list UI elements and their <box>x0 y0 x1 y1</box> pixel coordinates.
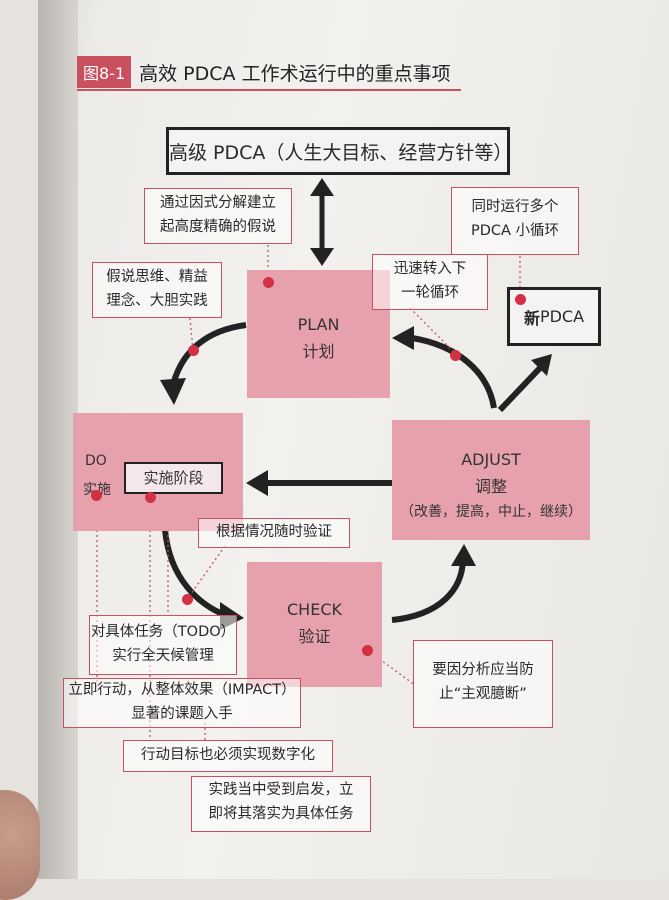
adjust-to-new-arrow <box>497 365 543 413</box>
stage-check: CHECK 验证 <box>247 562 382 687</box>
new-pdca-label: PDCA <box>539 307 585 326</box>
stage-plan: PLAN 计划 <box>247 270 390 398</box>
note-todo: 对具体任务（TODO） 实行全天候管理 <box>89 615 237 675</box>
figure-title: 图8-1 高效 PDCA 工作术运行中的重点事项 <box>77 55 461 91</box>
note-factor: 通过因式分解建立 起高度精确的假说 <box>144 188 292 244</box>
note-factor-line2: 起高度精确的假说 <box>160 218 276 235</box>
note-inspire-line2: 即将其落实为具体任务 <box>208 805 354 822</box>
note-next-line1: 迅速转入下 <box>393 261 467 277</box>
note-parallel-line2: PDCA 小循环 <box>470 222 560 239</box>
note-parallel: 同时运行多个 PDCA 小循环 <box>451 187 579 255</box>
top-pdca-label: 高级 PDCA（人生大目标、经营方针等） <box>169 141 513 164</box>
note-hypothesis-line1: 假说思维、精益 <box>106 269 208 285</box>
dot-next-cycle <box>450 350 461 361</box>
figure-number: 图8-1 <box>77 56 132 88</box>
dot-verify <box>182 594 193 605</box>
note-next-line2: 一轮循环 <box>401 284 459 301</box>
stage-do: DO 实施 实施阶段 <box>73 413 243 531</box>
dot-hypothesis <box>188 345 199 356</box>
dot-do-phase <box>145 492 156 503</box>
note-inspire-line1: 实践当中受到启发，立 <box>208 782 354 798</box>
do-to-check-arrow <box>162 529 227 618</box>
dot-do-zh <box>91 490 102 501</box>
note-impact-line2: 显著的课题入手 <box>131 705 233 722</box>
note-verify: 根据情况随时验证 <box>198 518 350 548</box>
check-to-adjust-arrow <box>391 559 466 623</box>
note-digital-text: 行动目标也必须实现数字化 <box>141 747 315 763</box>
dot-plan-factor <box>263 277 274 288</box>
adjust-en: ADJUST <box>461 450 521 469</box>
new-pdca-box: 新 PDCA <box>507 287 601 346</box>
top-plan-double-arrow <box>310 178 334 266</box>
do-phase-box: 实施阶段 <box>124 462 223 494</box>
note-hypothesis: 假说思维、精益 理念、大胆实践 <box>92 262 222 318</box>
note-cause-line2: 止“主观臆断” <box>439 685 527 702</box>
note-digital: 行动目标也必须实现数字化 <box>123 740 333 772</box>
adjust-zh: 调整 <box>474 477 507 496</box>
note-parallel-line1: 同时运行多个 <box>471 199 559 215</box>
check-zh: 验证 <box>298 627 331 646</box>
adjust-detail: （改善，提高，中止，继续） <box>400 504 582 520</box>
note-todo-line1: 对具体任务（TODO） <box>90 624 236 640</box>
do-en: DO <box>85 453 107 469</box>
figure-title-text: 高效 PDCA 工作术运行中的重点事项 <box>139 62 451 85</box>
note-hypothesis-line2: 理念、大胆实践 <box>106 292 208 309</box>
note-factor-line1: 通过因式分解建立 <box>160 195 276 211</box>
check-en: CHECK <box>287 600 342 619</box>
new-pdca-bold: 新 <box>523 308 540 328</box>
plan-to-do-arrow <box>170 322 247 386</box>
note-cause: 要因分析应当防 止“主观臆断” <box>413 640 553 728</box>
book-spine-shadow <box>38 0 78 879</box>
note-impact: 立即行动，从整体效果（IMPACT） 显著的课题入手 <box>63 678 301 728</box>
plan-zh: 计划 <box>302 342 335 361</box>
top-pdca-box: 高级 PDCA（人生大目标、经营方针等） <box>166 127 513 175</box>
dot-new-parallel <box>515 294 526 305</box>
note-todo-line2: 实行全天候管理 <box>112 647 214 664</box>
dot-check <box>362 645 373 656</box>
note-next: 迅速转入下 一轮循环 <box>372 254 488 310</box>
note-verify-text: 根据情况随时验证 <box>216 524 332 540</box>
note-impact-line1: 立即行动，从整体效果（IMPACT） <box>68 682 296 698</box>
note-cause-line1: 要因分析应当防 <box>432 662 534 678</box>
plan-en: PLAN <box>297 315 340 334</box>
stage-adjust: ADJUST 调整 （改善，提高，中止，继续） <box>392 420 590 540</box>
adjust-to-plan-arrow <box>411 335 497 409</box>
note-inspire: 实践当中受到启发，立 即将其落实为具体任务 <box>191 776 371 832</box>
